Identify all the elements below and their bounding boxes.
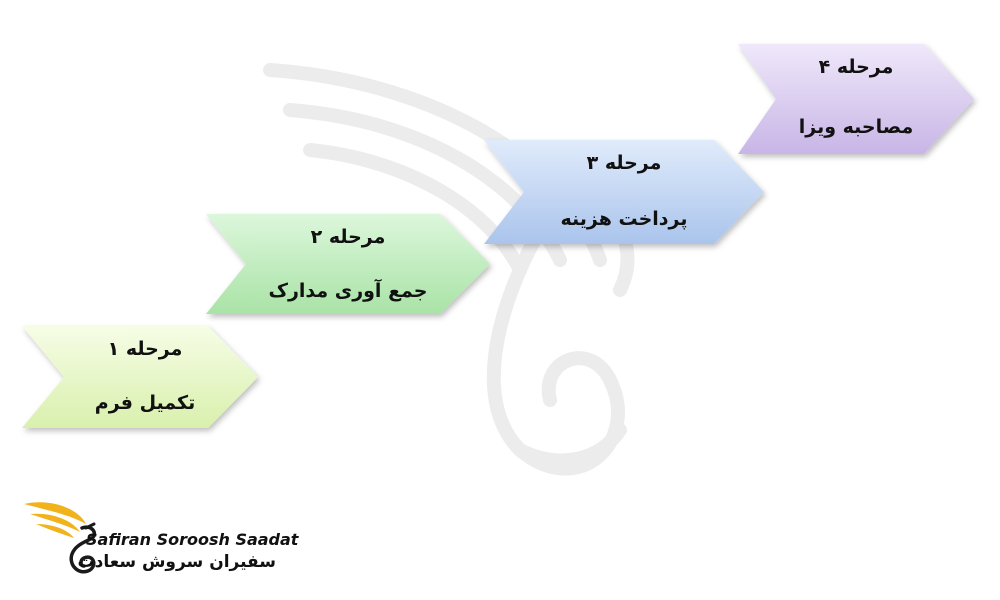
step-4-shape [738, 44, 974, 154]
step-3-title: مرحله ۳ [586, 152, 662, 174]
step-2-arrow: مرحله ۲ جمع آوری مدارک [206, 214, 490, 314]
step-1-shape [22, 326, 258, 428]
step-4-arrow: مرحله ۴ مصاحبه ویزا [738, 44, 974, 154]
step-4-label: مصاحبه ویزا [798, 116, 914, 138]
phoenix-logo-icon [24, 502, 97, 574]
step-3-arrow: مرحله ۳ پرداخت هزینه [484, 140, 764, 244]
brand-name-latin: Safiran Soroosh Saadat [86, 530, 299, 549]
step-2-label: جمع آوری مدارک [268, 280, 428, 302]
brand-name-persian: سفیران سروش سعادت [77, 552, 276, 572]
step-4-title: مرحله ۴ [818, 56, 894, 78]
company-logo: Safiran Soroosh Saadat سفیران سروش سعادت [20, 494, 298, 584]
step-3-shape [484, 140, 764, 244]
step-2-title: مرحله ۲ [310, 226, 386, 248]
step-3-label: پرداخت هزینه [560, 208, 688, 230]
step-2-shape [206, 214, 490, 314]
step-1-arrow: مرحله ۱ تکمیل فرم [22, 326, 258, 428]
step-1-label: تکمیل فرم [94, 392, 196, 414]
step-1-title: مرحله ۱ [107, 338, 183, 360]
